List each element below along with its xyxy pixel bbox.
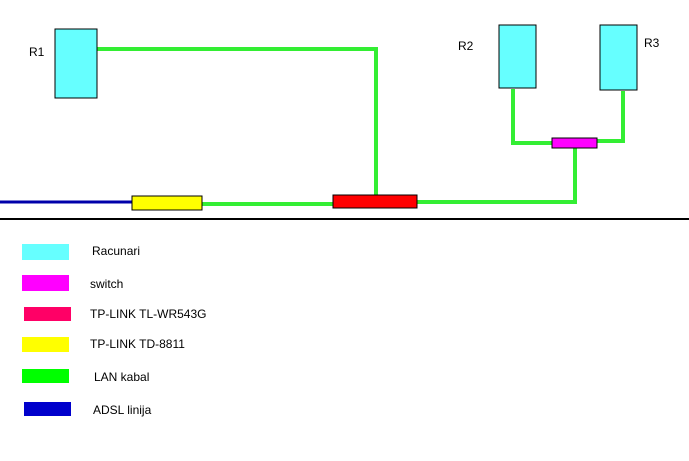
legend-swatch-switch: [22, 275, 69, 291]
legend-label-modem: TP-LINK TD-8811: [90, 337, 185, 351]
r2-computer: [498, 24, 537, 89]
legend-swatch-router: [24, 307, 71, 321]
legend-swatch-racunari: [22, 244, 69, 260]
r3-label: R3: [644, 36, 660, 50]
lan-cable-r3-switch: [597, 91, 625, 143]
legend-swatch-modem: [22, 337, 69, 352]
router-device: [332, 194, 418, 209]
switch-device: [551, 137, 598, 149]
legend-label-adsl: ADSL linija: [93, 403, 152, 417]
r1-label: R1: [29, 45, 45, 59]
legend-label-switch: switch: [90, 277, 123, 291]
legend-label-router: TP-LINK TL-WR543G: [90, 307, 206, 321]
lan-cables: [97, 47, 625, 206]
legend-swatch-lan: [22, 369, 69, 383]
r1-computer: [54, 28, 98, 99]
lan-cable-router-switch: [417, 147, 577, 204]
legend-swatch-adsl: [24, 402, 71, 416]
r3-computer: [599, 24, 638, 91]
legend-label-lan: LAN kabal: [94, 370, 149, 384]
legend: Racunari switch TP-LINK TL-WR543G TP-LIN…: [22, 244, 206, 417]
lan-cable-r1-router: [97, 47, 378, 195]
r2-label: R2: [458, 39, 474, 53]
lan-cable-r2-switch: [511, 89, 552, 145]
legend-label-racunari: Racunari: [92, 244, 140, 258]
modem-device: [131, 195, 203, 211]
